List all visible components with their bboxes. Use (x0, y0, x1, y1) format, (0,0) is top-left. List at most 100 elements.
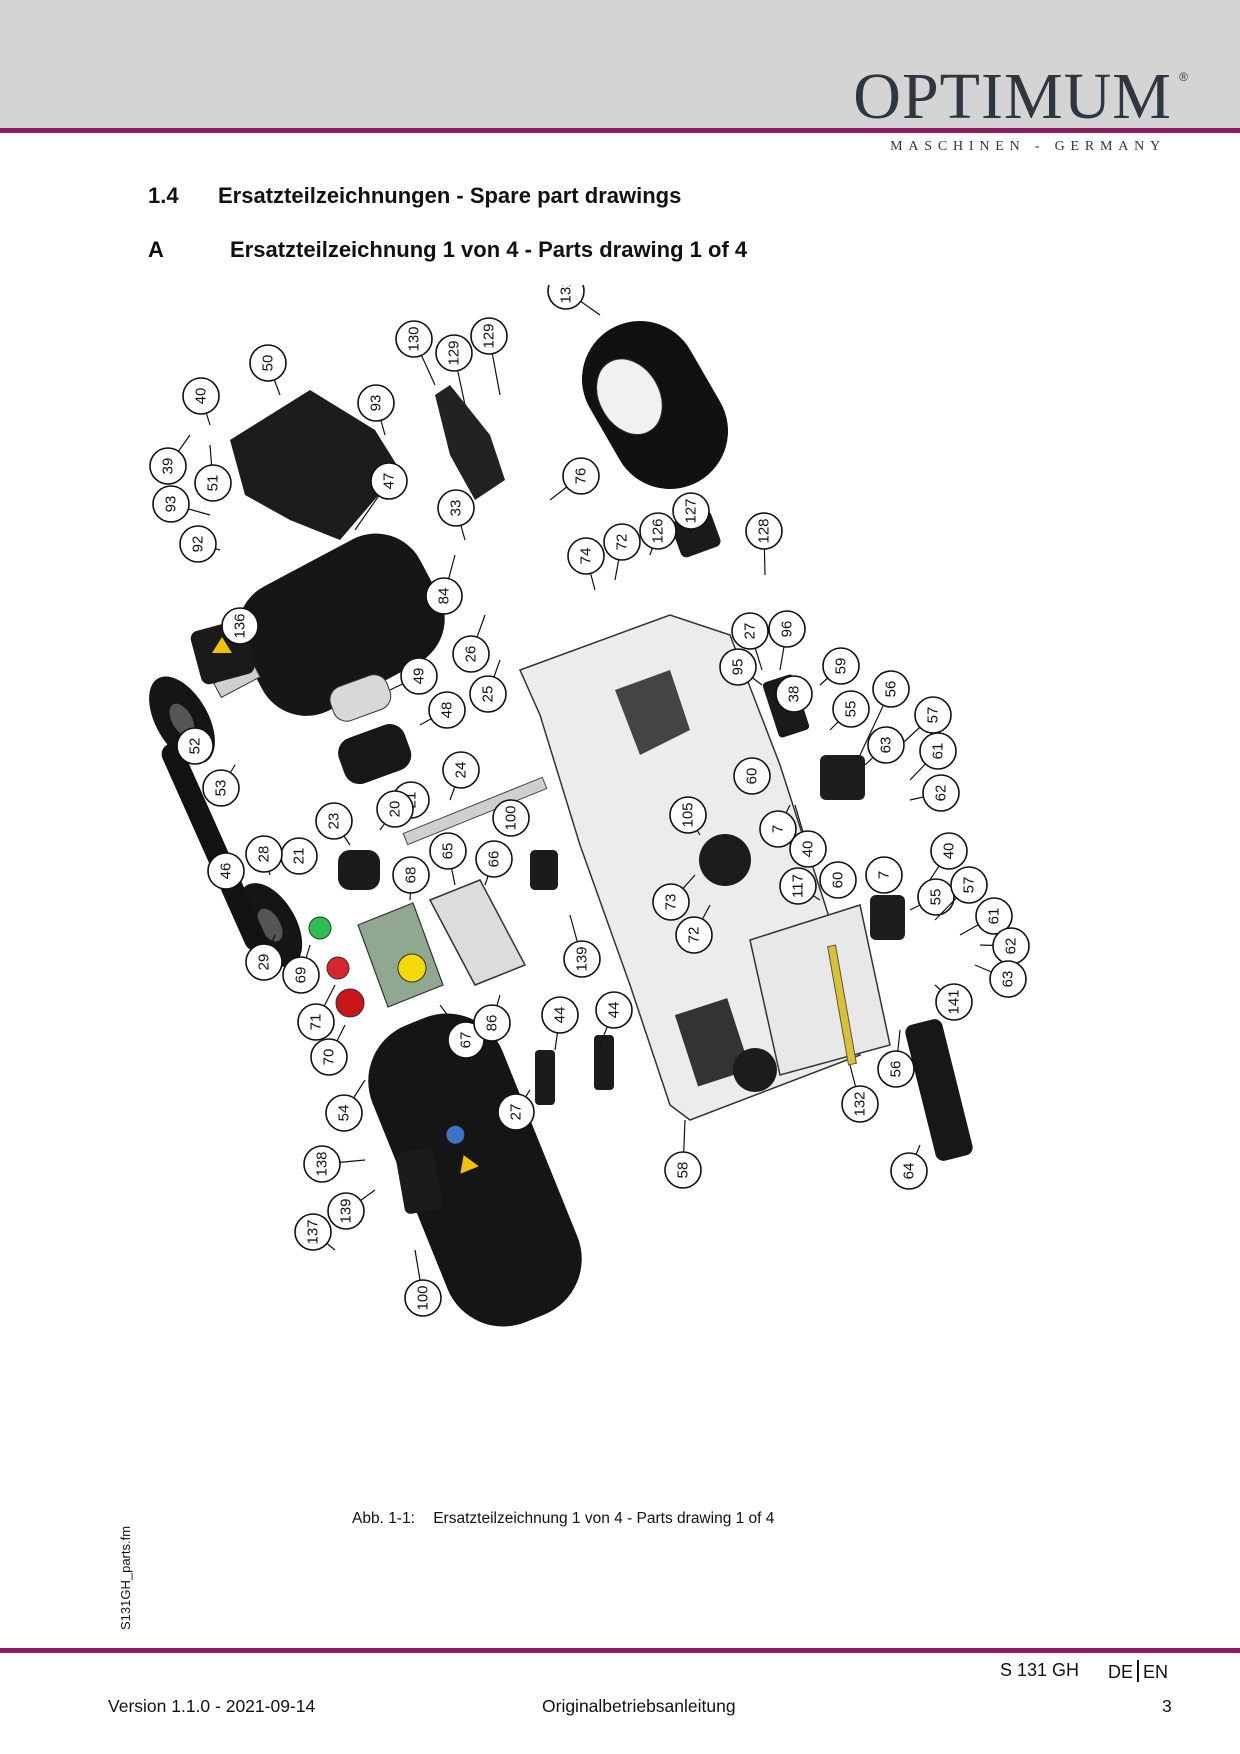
callout-73: 73 (652, 874, 696, 921)
callout-number: 48 (439, 702, 456, 719)
callout-number: 44 (552, 1007, 569, 1024)
callout-number: 128 (756, 518, 773, 543)
callout-number: 39 (160, 458, 177, 475)
callout-53: 53 (202, 764, 240, 807)
callout-number: 93 (163, 496, 180, 513)
callout-number: 129 (446, 340, 463, 365)
callout-circle (202, 769, 240, 807)
callout-7: 7 (759, 804, 797, 848)
callout-number: 130 (406, 326, 423, 351)
callout-circle (492, 799, 530, 837)
callout-circle (245, 943, 283, 981)
callout-number: 105 (680, 802, 697, 827)
callout-65: 65 (429, 832, 467, 886)
footer-version: Version 1.1.0 - 2021-09-14 (108, 1696, 316, 1716)
callout-55: 55 (909, 878, 955, 916)
page-number: 3 (1162, 1696, 1172, 1716)
callout-100: 100 (404, 1249, 442, 1317)
callout-61: 61 (909, 732, 957, 781)
callout-number: 137 (305, 1219, 322, 1244)
callout-number: 20 (387, 801, 404, 818)
callout-circle (541, 996, 579, 1034)
callout-circle (639, 512, 677, 550)
callout-number: 24 (453, 762, 470, 779)
callout-number: 25 (480, 686, 497, 703)
callout-33: 33 (437, 489, 475, 541)
callout-95: 95 (719, 648, 763, 686)
callout-circle (595, 991, 633, 1029)
callout-circle (603, 523, 641, 561)
callout-131: 131 (547, 285, 601, 316)
callout-circle (567, 537, 605, 575)
callout-96: 96 (768, 610, 806, 671)
footer-model: S 131 GH (1000, 1660, 1080, 1680)
callout-49: 49 (389, 657, 438, 695)
callout-circle (325, 1094, 363, 1132)
callout-circle (562, 457, 600, 495)
callout-circle (872, 670, 910, 708)
callout-number: 61 (930, 743, 947, 760)
callout-circle (392, 856, 430, 894)
callout-number: 63 (878, 737, 895, 754)
callout-number: 136 (232, 613, 249, 638)
callout-number: 47 (381, 473, 398, 490)
callout-number: 40 (941, 843, 958, 860)
callout-circle (176, 727, 214, 765)
callout-circle (452, 635, 490, 673)
callout-51: 51 (194, 444, 232, 502)
callout-130: 130 (395, 320, 436, 386)
callout-28: 28 (245, 835, 283, 876)
callout-number: 23 (326, 813, 343, 830)
callout-26: 26 (452, 614, 490, 673)
callout-circle (563, 940, 601, 978)
figure-caption-text: Ersatzteilzeichnung 1 von 4 - Parts draw… (433, 1510, 775, 1527)
callout-number: 62 (1003, 938, 1020, 955)
callout-56: 56 (859, 670, 910, 756)
callout-number: 57 (925, 707, 942, 724)
callout-number: 38 (786, 686, 803, 703)
callout-59: 59 (819, 647, 860, 686)
callout-number: 141 (946, 989, 963, 1014)
callout-circle (473, 1004, 511, 1042)
callout-circle (470, 317, 508, 355)
callout-number: 70 (321, 1049, 338, 1066)
callout-circle (221, 607, 259, 645)
callout-100: 100 (492, 799, 530, 837)
callout-circle (469, 675, 507, 713)
callout-circle (310, 1038, 348, 1076)
callout-number: 40 (193, 388, 210, 405)
callout-72: 72 (675, 904, 713, 954)
callout-number: 100 (503, 805, 520, 830)
callout-number: 72 (686, 927, 703, 944)
callout-86: 86 (473, 994, 511, 1042)
callout-60: 60 (733, 757, 771, 795)
callout-circle (768, 610, 806, 648)
callout-number: 28 (256, 846, 273, 863)
callout-circle (249, 344, 287, 382)
callout-40: 40 (182, 377, 220, 426)
callout-20: 20 (376, 790, 414, 831)
callout-number: 127 (683, 498, 700, 523)
callout-62: 62 (979, 927, 1030, 965)
lang-de: DE (1108, 1662, 1134, 1682)
callout-number: 50 (260, 355, 277, 372)
callout-60: 60 (819, 861, 857, 899)
parts-artwork (149, 321, 973, 1327)
callout-number: 95 (730, 659, 747, 676)
callout-number: 74 (578, 548, 595, 565)
callout-number: 138 (314, 1151, 331, 1176)
callout-number: 61 (986, 908, 1003, 925)
callout-139: 139 (563, 914, 601, 978)
callout-number: 68 (403, 867, 420, 884)
logo-wordmark: OPTIMUM (853, 60, 1172, 133)
callout-circle (425, 577, 463, 615)
callout-number: 129 (481, 323, 498, 348)
callout-number: 52 (187, 738, 204, 755)
callout-number: 21 (291, 848, 308, 865)
callout-56: 56 (877, 1029, 915, 1088)
callout-24: 24 (442, 751, 480, 801)
callout-number: 117 (790, 874, 807, 898)
callout-circle (975, 897, 1013, 935)
callout-circle (327, 1192, 365, 1230)
